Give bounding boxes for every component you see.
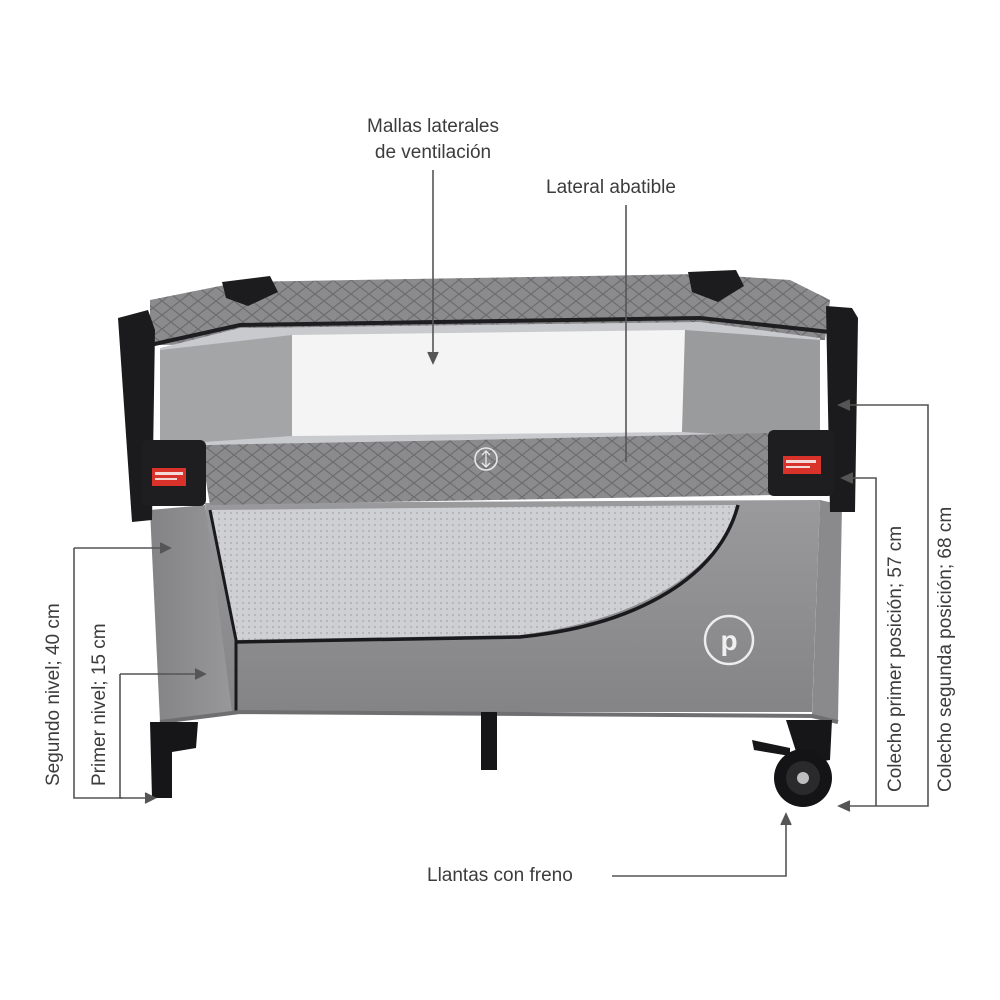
front-body-panel: p [205, 500, 820, 712]
back-left-corner-cap [222, 276, 278, 306]
brand-logo [703, 614, 755, 666]
right-side-panel [812, 500, 842, 720]
label-mallas-laterales: Mallas laterales de ventilación [333, 114, 533, 166]
label-colecho-primera-posicion: Colecho primer posición; 57 cm [885, 525, 906, 792]
label-llantas-con-freno: Llantas con freno [427, 865, 573, 886]
label-segundo-nivel: Segundo nivel; 40 cm [43, 603, 64, 786]
center-leg [481, 712, 497, 770]
label-colecho-segunda-posicion: Colecho segunda posición; 68 cm [935, 506, 956, 792]
svg-text:p: p [720, 625, 737, 656]
label-mallas-line1: Mallas laterales [367, 116, 499, 137]
callout-lines [73, 170, 929, 877]
drop-side-rail [200, 433, 780, 505]
label-primer-nivel: Primer nivel; 15 cm [89, 623, 110, 786]
left-front-post [118, 310, 206, 522]
label-mallas-line2: de ventilación [374, 142, 492, 163]
label-lateral-abatible: Lateral abatible [546, 177, 676, 198]
left-side-panel [150, 505, 240, 722]
bottom-frame [159, 709, 839, 724]
right-front-post [768, 306, 858, 512]
left-leg [150, 722, 198, 798]
back-mesh-window [160, 322, 820, 445]
wheel-with-brake [752, 720, 832, 807]
back-right-corner-cap [688, 270, 744, 302]
